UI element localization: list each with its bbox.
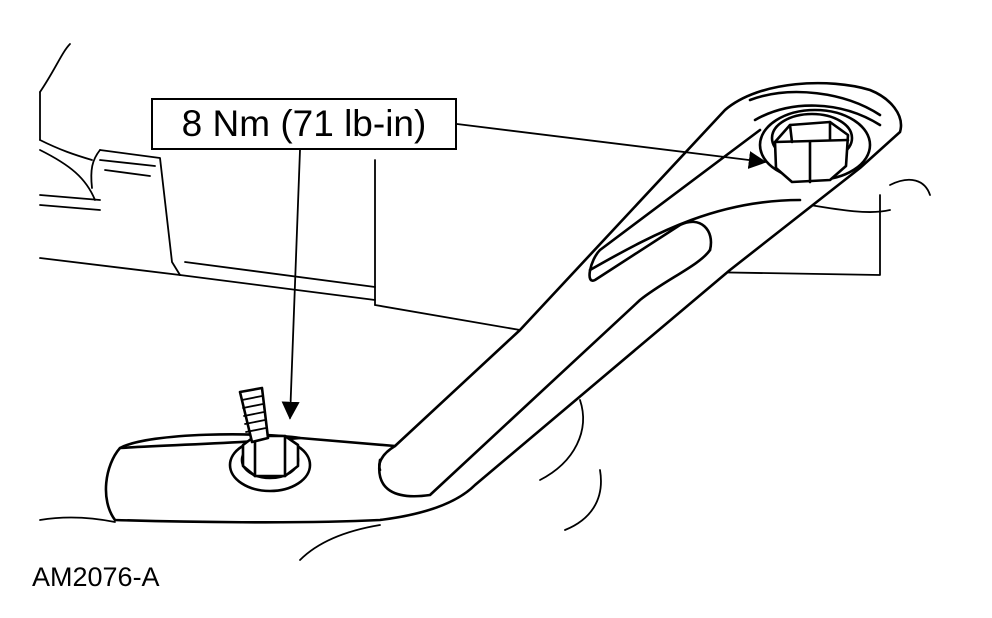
figure-id-label: AM2076-A [32, 562, 160, 592]
support-bracket [104, 81, 903, 524]
background-body-outline [39, 43, 931, 561]
upper-bolt-arrow [456, 123, 767, 169]
upper-bolt [758, 108, 872, 184]
lower-stud-arrow [281, 149, 301, 420]
torque-callout-text: 8 Nm (71 lb-in) [181, 103, 427, 144]
callout-leaders [281, 123, 767, 420]
torque-callout: 8 Nm (71 lb-in) [151, 98, 457, 150]
lower-stud-nut [228, 386, 312, 493]
